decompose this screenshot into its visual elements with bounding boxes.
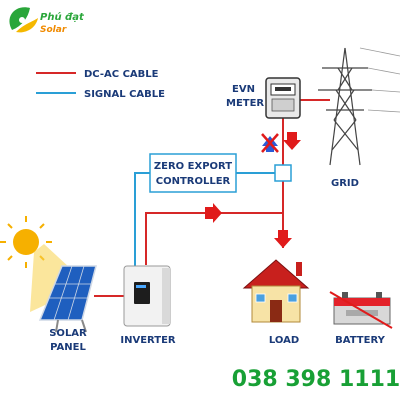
- sunlight-beam: [30, 244, 70, 312]
- zero-export-controller-box: [149, 153, 237, 193]
- evn-meter-label-line2: METER: [226, 98, 264, 109]
- meter-label-plate: [271, 98, 295, 112]
- brand-subname: Solar: [40, 25, 67, 35]
- evn-meter: [265, 77, 301, 119]
- zero-export-controller-label-line2: CONTROLLER: [156, 176, 231, 187]
- meter-digits: [275, 87, 291, 91]
- brand-logo: Phú đạt Solar: [9, 7, 85, 35]
- sun-leaf-icon: [9, 7, 38, 33]
- evn-meter-label-line1: EVN: [232, 84, 255, 95]
- solar-panel-label-line2: PANEL: [50, 342, 86, 353]
- cable-inverter-to-line: [145, 212, 283, 265]
- cables: [94, 99, 330, 297]
- grid-tower-icon: [318, 47, 400, 166]
- phone-number: 038 398 1111: [232, 367, 400, 392]
- battery-icon: [333, 292, 391, 325]
- legend-dc-ac-label: DC-AC CABLE: [84, 69, 159, 80]
- inverter-icon: [123, 265, 171, 327]
- blocked-export-arrow-icon: [261, 133, 279, 153]
- load-flow-arrow-icon: [274, 230, 292, 248]
- house-icon: [242, 259, 310, 323]
- signal-controller-to-inverter: [134, 172, 150, 268]
- solar-panel-label-line1: SOLAR: [49, 328, 87, 339]
- load-label: LOAD: [269, 335, 299, 346]
- grid-label: GRID: [331, 178, 359, 189]
- legend-signal-label: SIGNAL CABLE: [84, 89, 165, 100]
- legend: DC-AC CABLE SIGNAL CABLE: [36, 69, 165, 100]
- battery-excluded-cross-icon: [329, 291, 393, 329]
- brand-name: Phú đạt: [40, 11, 85, 23]
- battery-label: BATTERY: [335, 335, 385, 346]
- zero-export-controller-label-line1: ZERO EXPORT: [154, 161, 232, 172]
- solar-panel-icon: [38, 265, 97, 333]
- inverter-flow-arrow-icon: [205, 203, 222, 223]
- ct-sensor-box: [274, 164, 292, 182]
- import-down-arrow-icon: [283, 132, 301, 150]
- inverter-label: INVERTER: [120, 335, 176, 346]
